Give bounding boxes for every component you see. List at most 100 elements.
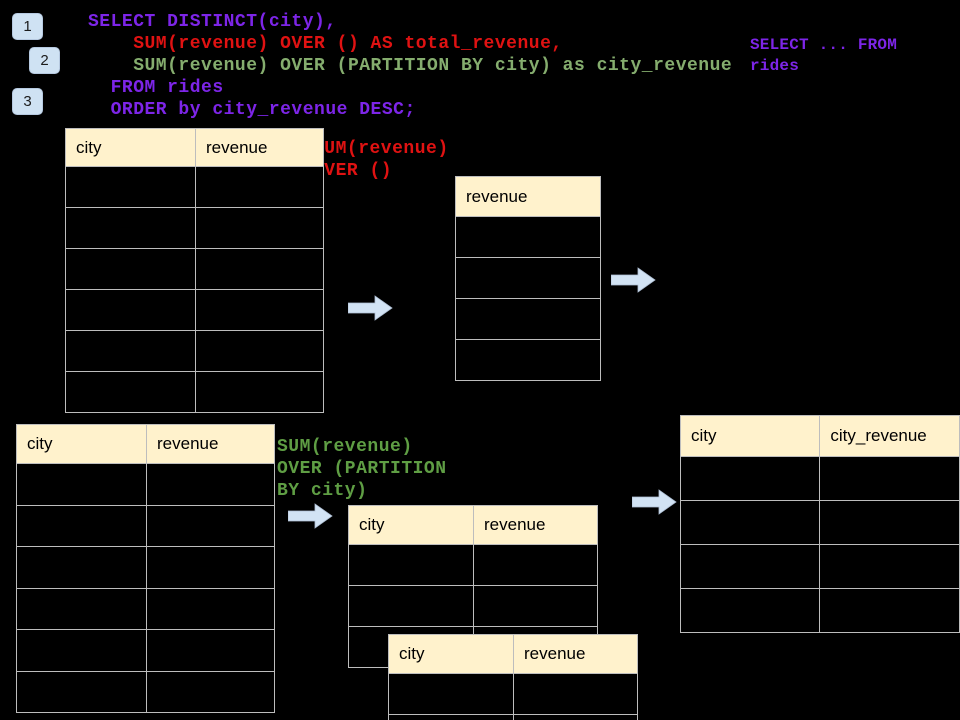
empty-row [16, 463, 275, 506]
empty-cell [679, 544, 821, 589]
empty-cell [348, 544, 474, 586]
empty-row [348, 585, 598, 627]
empty-cell [16, 587, 147, 630]
empty-row [16, 546, 275, 589]
empty-row [455, 298, 601, 340]
empty-cell [195, 248, 324, 290]
empty-cell [65, 248, 196, 290]
empty-row [16, 504, 275, 547]
empty-cell [16, 463, 147, 506]
column-header-revenue: revenue [146, 424, 275, 464]
empty-row [16, 670, 275, 713]
empty-row [455, 339, 601, 381]
column-header-city: city [679, 415, 821, 457]
empty-cell [348, 585, 474, 627]
empty-cell [819, 544, 960, 589]
empty-row [65, 371, 324, 413]
empty-cell [195, 207, 324, 249]
empty-cell [455, 339, 601, 381]
empty-cell [455, 257, 601, 299]
empty-row [65, 166, 324, 208]
flow-arrow-top [348, 295, 393, 321]
empty-row [679, 456, 960, 501]
step-badge-2: 2 [29, 47, 60, 74]
empty-cell [513, 714, 638, 720]
empty-row [65, 248, 324, 290]
empty-cell [513, 673, 638, 715]
empty-cell [65, 289, 196, 331]
empty-cell [455, 298, 601, 340]
empty-cell [146, 463, 275, 506]
empty-cell [16, 629, 147, 672]
empty-cell [146, 587, 275, 630]
empty-cell [388, 714, 514, 720]
flow-arrow-bottom-result [632, 489, 677, 515]
empty-row [679, 544, 960, 589]
empty-cell [819, 456, 960, 501]
empty-cell [195, 371, 324, 413]
empty-row [455, 216, 601, 258]
sql-code-line: SUM(revenue) OVER (PARTITION BY city) as… [88, 56, 733, 76]
empty-cell [195, 330, 324, 372]
empty-cell [146, 546, 275, 589]
empty-row [65, 207, 324, 249]
empty-row [16, 629, 275, 672]
column-header-city: city [16, 424, 147, 464]
step-badge-1: 1 [12, 13, 43, 40]
flow-arrow-top-result [611, 267, 656, 293]
empty-cell [146, 629, 275, 672]
column-header-revenue: revenue [473, 505, 598, 545]
empty-cell [16, 504, 147, 547]
empty-cell [195, 166, 324, 208]
empty-cell [679, 500, 821, 545]
column-header-city: city [348, 505, 474, 545]
empty-row [388, 714, 638, 720]
empty-cell [388, 673, 514, 715]
empty-cell [16, 546, 147, 589]
empty-row [388, 673, 638, 715]
empty-cell [146, 504, 275, 547]
empty-cell [819, 500, 960, 545]
side-note-select-from-rides: SELECT ... FROM rides [750, 36, 898, 75]
empty-cell [679, 456, 821, 501]
empty-row [16, 587, 275, 630]
empty-cell [819, 588, 960, 633]
step-badge-3: 3 [12, 88, 43, 115]
empty-row [348, 544, 598, 586]
flow-arrow-bottom [288, 503, 333, 529]
empty-cell [195, 289, 324, 331]
empty-row [65, 330, 324, 372]
sql-code-line: SELECT DISTINCT(city), [88, 12, 337, 32]
empty-cell [455, 216, 601, 258]
empty-cell [65, 166, 196, 208]
empty-cell [16, 670, 147, 713]
empty-cell [65, 330, 196, 372]
label-sum-over-partition: SUM(revenue) OVER (PARTITION BY city) [277, 437, 447, 501]
empty-cell [679, 588, 821, 633]
column-header-revenue: revenue [195, 128, 324, 167]
empty-cell [146, 670, 275, 713]
sql-code-line: SUM(revenue) OVER () AS total_revenue, [88, 34, 563, 54]
sql-query-code: SELECT DISTINCT(city), SUM(revenue) OVER… [88, 11, 732, 121]
column-header-city: city [388, 634, 514, 674]
column-header-city: city [65, 128, 196, 167]
empty-row [65, 289, 324, 331]
empty-row [455, 257, 601, 299]
column-header-city_revenue: city_revenue [819, 415, 960, 457]
empty-cell [473, 585, 598, 627]
empty-row [679, 500, 960, 545]
empty-row [679, 588, 960, 633]
table-total-revenue-result: revenue [455, 176, 601, 381]
empty-cell [65, 207, 196, 249]
empty-cell [473, 544, 598, 586]
label-sum-over-total: SUM(revenue) OVER () [313, 139, 449, 181]
empty-cell [65, 371, 196, 413]
sql-code-line: ORDER by city_revenue DESC; [88, 100, 416, 120]
sql-code-line: FROM rides [88, 78, 224, 98]
